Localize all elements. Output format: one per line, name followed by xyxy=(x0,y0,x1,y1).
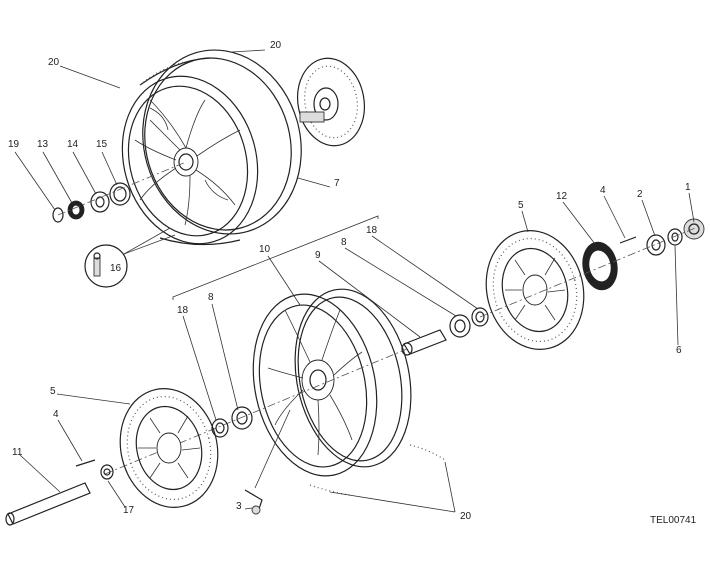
rear-wheel xyxy=(121,49,302,246)
callout-c4b: 4 xyxy=(53,409,59,420)
front-axle-spacers xyxy=(401,307,489,356)
diagram-code: TEL00741 xyxy=(650,515,697,526)
callout-c5b: 5 xyxy=(50,386,56,397)
rear-hub-parts xyxy=(52,161,187,223)
callout-c2: 2 xyxy=(637,189,643,200)
callout-c11: 11 xyxy=(12,447,23,458)
callout-c15: 15 xyxy=(96,139,108,150)
callout-c4a: 4 xyxy=(600,185,606,196)
detail-circle-16 xyxy=(84,227,176,288)
callout-c8b: 8 xyxy=(208,292,214,303)
rear-brake-disc xyxy=(297,57,365,147)
callout-c10: 10 xyxy=(259,244,271,255)
front-axle xyxy=(5,459,114,526)
detail-3-valve xyxy=(244,409,291,515)
callout-c18b: 18 xyxy=(177,305,189,316)
callout-c7: 7 xyxy=(334,178,340,189)
callout-c17: 17 xyxy=(123,505,135,516)
front-brake-disc xyxy=(119,388,253,508)
callout-c20a: 20 xyxy=(270,40,282,51)
callout-c13: 13 xyxy=(37,139,49,150)
rear-sprocket-parts xyxy=(479,218,705,350)
callout-c19: 19 xyxy=(8,139,20,150)
callout-c5a: 5 xyxy=(518,200,524,211)
callout-c1: 1 xyxy=(685,182,691,193)
callout-c16: 16 xyxy=(110,263,122,274)
callout-c18a: 18 xyxy=(366,225,378,236)
callout-c6: 6 xyxy=(676,345,682,356)
leader-lines xyxy=(14,49,695,513)
callout-c8a: 8 xyxy=(341,237,347,248)
callout-c12: 12 xyxy=(556,191,568,202)
group-bracket xyxy=(172,215,379,300)
callout-c20b: 20 xyxy=(48,57,60,68)
callout-c14: 14 xyxy=(67,139,79,150)
callout-c20c: 20 xyxy=(460,511,472,522)
callout-c9: 9 xyxy=(315,250,321,261)
front-wheel xyxy=(104,288,446,496)
callout-c3: 3 xyxy=(236,501,242,512)
